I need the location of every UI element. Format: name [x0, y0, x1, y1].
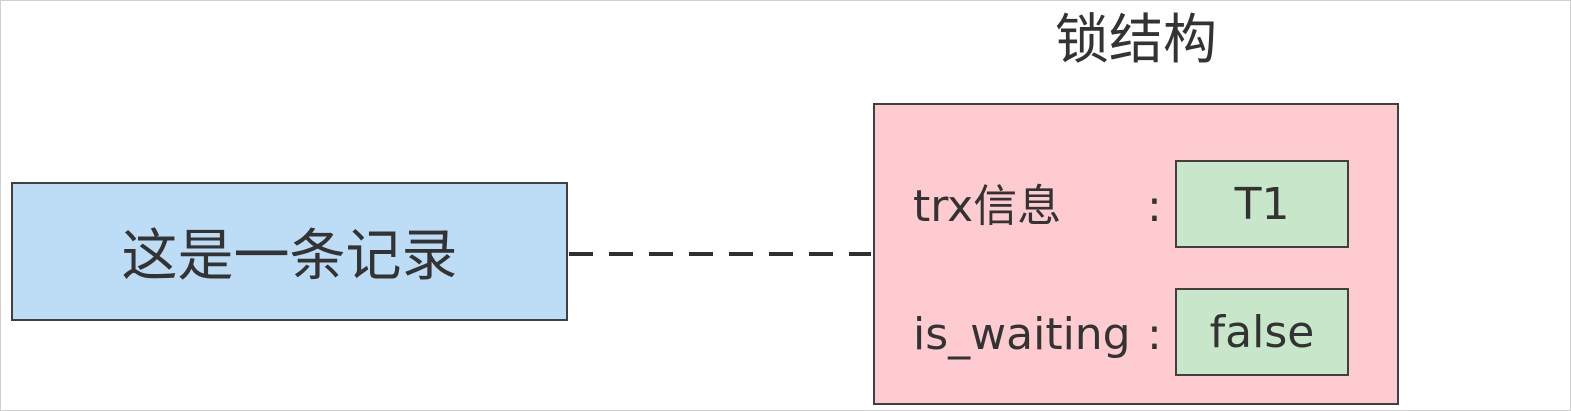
- record-box: 这是一条记录: [11, 182, 568, 321]
- record-label: 这是一条记录: [121, 224, 458, 289]
- lock-structure-title: 锁结构: [1055, 8, 1217, 71]
- trx-info-label: trx信息: [913, 181, 1062, 232]
- trx-info-value: T1: [1234, 178, 1290, 230]
- trx-info-separator: :: [1147, 181, 1162, 232]
- is-waiting-label: is_waiting: [913, 309, 1131, 360]
- is-waiting-separator: :: [1147, 309, 1162, 360]
- dashed-connector: [569, 252, 871, 256]
- is-waiting-value: false: [1209, 306, 1315, 358]
- trx-info-value-box: T1: [1175, 160, 1349, 248]
- is-waiting-value-box: false: [1175, 288, 1349, 376]
- lock-structure-box: trx信息 : T1 is_waiting : false: [873, 103, 1399, 405]
